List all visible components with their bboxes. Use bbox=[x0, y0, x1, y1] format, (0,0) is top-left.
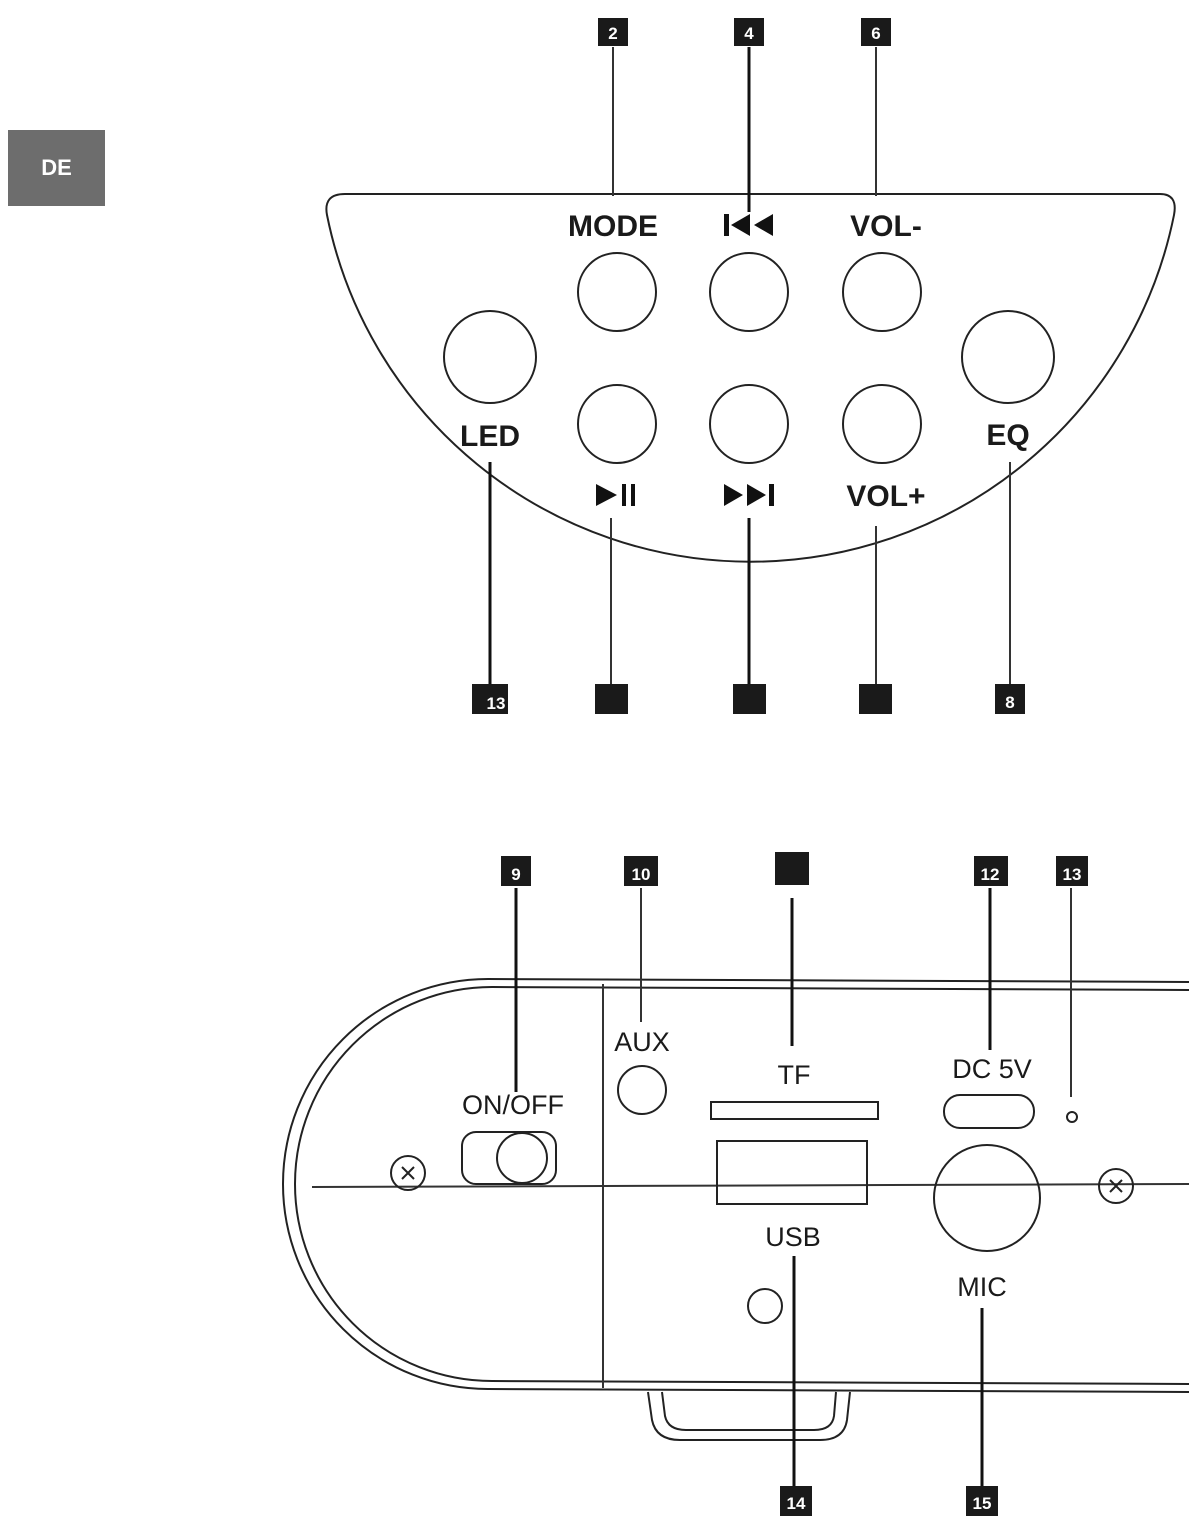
vol-minus-button[interactable] bbox=[842, 252, 922, 332]
callout-badge: 10 bbox=[624, 856, 658, 886]
svg-text:4: 4 bbox=[744, 24, 754, 43]
callout-badge: 14 bbox=[780, 1486, 812, 1516]
rear-port-panel: ON/OFF AUX TF DC 5V USB MIC 9 10 12 bbox=[282, 852, 1189, 1516]
callout-badge bbox=[775, 852, 809, 885]
rear-panel-inner-outline bbox=[294, 985, 1189, 1385]
callout-badge: 4 bbox=[734, 18, 764, 46]
play-pause-button[interactable] bbox=[577, 384, 657, 464]
svg-text:13: 13 bbox=[487, 694, 506, 713]
vol-plus-button[interactable] bbox=[842, 384, 922, 464]
usb-port[interactable] bbox=[716, 1140, 868, 1205]
dc-5v-label: DC 5V bbox=[952, 1054, 1032, 1084]
mode-label: MODE bbox=[568, 210, 658, 243]
status-led bbox=[1066, 1111, 1078, 1123]
play-pause-icon bbox=[596, 484, 635, 506]
previous-track-icon bbox=[724, 214, 773, 236]
microphone bbox=[933, 1144, 1041, 1252]
next-track-icon bbox=[724, 484, 774, 506]
svg-text:13: 13 bbox=[1063, 865, 1082, 884]
usb-label: USB bbox=[765, 1222, 821, 1252]
aux-label: AUX bbox=[614, 1027, 670, 1057]
callout-badge: 12 bbox=[974, 856, 1008, 886]
callout-badge bbox=[733, 684, 766, 714]
callout-badge: 2 bbox=[598, 18, 628, 46]
tf-card-slot[interactable] bbox=[710, 1101, 879, 1120]
mic-label: MIC bbox=[957, 1272, 1007, 1302]
callout-badge bbox=[859, 684, 892, 714]
aux-port[interactable] bbox=[617, 1065, 667, 1115]
top-panel-outline bbox=[325, 193, 1176, 563]
callout-badge: 13 bbox=[472, 684, 508, 714]
eq-button[interactable] bbox=[961, 310, 1055, 404]
language-tab: DE bbox=[8, 130, 105, 206]
svg-text:10: 10 bbox=[632, 865, 651, 884]
on-off-label: ON/OFF bbox=[462, 1090, 564, 1120]
svg-text:6: 6 bbox=[871, 24, 880, 43]
led-button[interactable] bbox=[443, 310, 537, 404]
rear-panel-outline bbox=[282, 977, 1189, 1393]
svg-text:9: 9 bbox=[511, 865, 520, 884]
next-track-button[interactable] bbox=[709, 384, 789, 464]
svg-text:15: 15 bbox=[973, 1494, 992, 1513]
dc-5v-port[interactable] bbox=[943, 1094, 1035, 1129]
eq-label: EQ bbox=[986, 419, 1029, 452]
callout-badge: 8 bbox=[995, 684, 1025, 714]
svg-text:2: 2 bbox=[608, 24, 617, 43]
callout-badge: 9 bbox=[501, 856, 531, 886]
stand-foot bbox=[647, 1391, 851, 1441]
svg-text:12: 12 bbox=[981, 865, 1000, 884]
svg-text:14: 14 bbox=[787, 1494, 806, 1513]
vol-plus-label: VOL+ bbox=[846, 480, 925, 513]
vol-minus-label: VOL- bbox=[850, 210, 922, 243]
reset-hole[interactable] bbox=[747, 1288, 783, 1324]
callout-badge bbox=[595, 684, 628, 714]
callout-badge: 15 bbox=[966, 1486, 998, 1516]
callout-badge: 6 bbox=[861, 18, 891, 46]
mode-button[interactable] bbox=[577, 252, 657, 332]
on-off-switch[interactable] bbox=[461, 1131, 557, 1185]
tf-label: TF bbox=[778, 1060, 811, 1090]
on-off-switch-knob[interactable] bbox=[496, 1132, 548, 1184]
prev-track-button[interactable] bbox=[709, 252, 789, 332]
stand-foot-inner bbox=[661, 1391, 837, 1431]
screw-right bbox=[1098, 1168, 1134, 1204]
callout-badge: 13 bbox=[1056, 856, 1088, 886]
svg-text:8: 8 bbox=[1005, 693, 1014, 712]
screw-left bbox=[390, 1155, 426, 1191]
led-label: LED bbox=[460, 420, 520, 453]
top-control-panel: MODE VOL- LED EQ VOL+ bbox=[325, 18, 1176, 714]
